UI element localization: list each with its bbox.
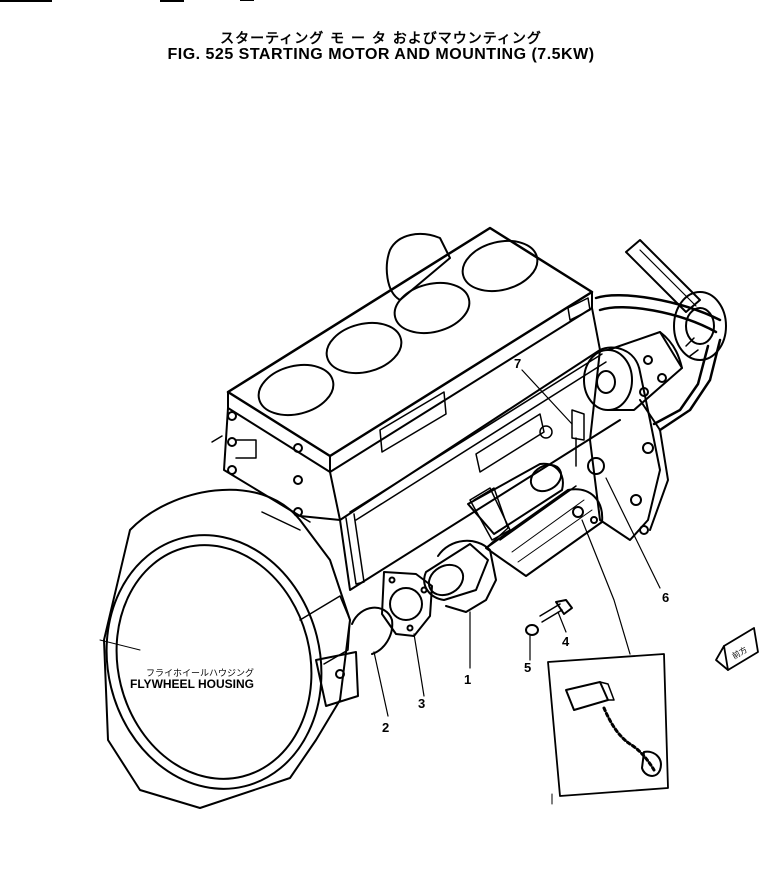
mounting-plate — [381, 571, 433, 637]
callout-6: 6 — [662, 590, 669, 605]
engine-block — [211, 307, 621, 591]
connector-fitting — [571, 409, 605, 475]
figure-title: FIG. 525 STARTING MOTOR AND MOUNTING (7.… — [167, 46, 595, 63]
callout-7: 7 — [514, 356, 521, 371]
housing-label-en: FLYWHEEL HOUSING — [130, 677, 254, 691]
callout-2: 2 — [382, 720, 389, 735]
housing-label-jp: フライホイールハウジング — [146, 667, 254, 679]
cylinder-head — [226, 226, 594, 473]
starting-motor — [423, 462, 604, 613]
callout-4: 4 — [562, 634, 570, 649]
callout-3: 3 — [418, 696, 425, 711]
leader-lines — [373, 369, 661, 717]
engine-rear-cover — [385, 233, 451, 301]
bolt-and-washer — [525, 599, 573, 636]
gasket-ring — [351, 606, 394, 655]
title-japanese: スターティング モ ー タ およびマウンティング — [220, 31, 542, 47]
callout-5: 5 — [524, 660, 531, 675]
alternator — [583, 331, 699, 411]
flywheel-housing — [99, 488, 359, 809]
detail-inset — [547, 653, 669, 805]
fan-belt-assembly — [594, 239, 727, 432]
callout-1: 1 — [464, 672, 471, 687]
front-gear-case — [589, 346, 669, 541]
front-direction-tag — [715, 627, 759, 671]
